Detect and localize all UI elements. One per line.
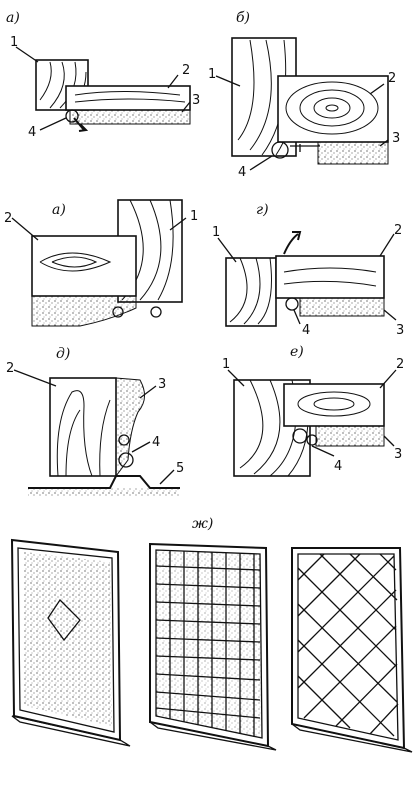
sash-board [65,85,191,111]
sash-board [275,255,385,299]
label-3: 3 [192,93,200,108]
frame-member [35,59,89,111]
glass-layer [315,425,385,447]
glass-layer [69,109,191,125]
label-4: 4 [28,125,36,140]
caption-zh: ж) [192,516,213,532]
window-diamond-pattern [291,547,413,753]
seal-4 [271,141,289,159]
seal-4 [65,109,79,123]
panel-zh: ж) [10,516,413,753]
label-5: 5 [176,461,184,476]
caption-a-middle: а) [52,202,66,218]
seal-4 [285,297,299,311]
label-3: 3 [394,447,402,462]
label-2: 2 [182,63,190,78]
label-1: 1 [190,209,198,224]
sash-board [277,75,389,143]
label-2: 2 [6,361,14,376]
seal-4 [112,306,124,318]
label-4: 4 [238,165,246,180]
glass-layer [299,297,385,317]
caption-d: д) [56,346,70,362]
seal-4 [118,434,130,446]
panel-g: г) 1 2 4 3 [212,202,404,338]
label-3: 3 [396,323,404,338]
label-1: 1 [10,35,18,50]
label-4: 4 [334,459,342,474]
label-4: 4 [302,323,310,338]
seal-4 [292,428,308,444]
caption-a-top: а) [6,10,20,26]
label-1: 1 [222,357,230,372]
caption-g: г) [256,202,269,218]
label-4: 4 [152,435,160,450]
glass-layer [317,141,389,165]
glass-layer [115,377,145,478]
label-2: 2 [388,71,396,86]
label-2: 2 [4,211,12,226]
sill-5 [28,475,180,489]
panel-a-middle: а) 2 1 [4,199,198,327]
window-glass-blocks [149,542,277,751]
caption-b: б) [236,10,250,26]
sash-board [49,377,117,477]
label-2: 2 [396,357,404,372]
panel-e: е) 1 2 3 4 [222,344,404,477]
glass-layer [31,295,137,327]
label-2: 2 [394,223,402,238]
panel-a-top: а) 1 2 3 4 [6,10,200,140]
label-1: 1 [212,225,220,240]
label-1: 1 [208,67,216,82]
label-3: 3 [158,377,166,392]
panel-b: б) 1 2 3 4 [208,10,400,180]
label-3: 3 [392,131,400,146]
sash-board [283,383,385,427]
window-patterned-glass [10,538,131,747]
caption-e: е) [290,344,304,360]
panel-d: д) 2 3 4 5 [6,346,184,496]
